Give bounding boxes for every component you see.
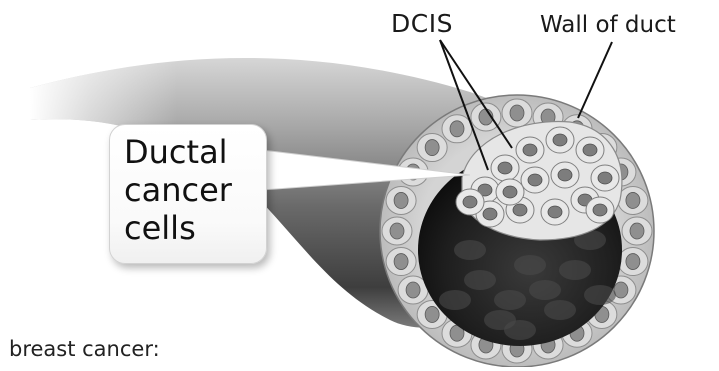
- caption-text: breast cancer:: [9, 337, 160, 361]
- dcis-cell: [521, 167, 549, 193]
- dcis-label: DCIS: [391, 9, 453, 38]
- dcis-cell: [586, 197, 614, 223]
- lumen-fold: [464, 270, 496, 290]
- callout-text: Ductal cancer cells: [124, 133, 232, 247]
- dcis-cell: [456, 189, 484, 215]
- wall-cell: [618, 186, 648, 214]
- lumen-fold: [544, 300, 576, 320]
- wall-cell: [382, 217, 412, 245]
- dcis-cell: [576, 137, 604, 163]
- lumen-fold: [559, 260, 591, 280]
- wall-cell: [386, 248, 416, 276]
- wall-cell: [502, 99, 532, 127]
- dcis-cell: [551, 162, 579, 188]
- lumen-fold: [494, 290, 526, 310]
- callout-line-2: cancer: [124, 171, 232, 209]
- dcis-cell: [541, 199, 569, 225]
- lumen-fold: [584, 285, 616, 305]
- callout-line-3: cells: [124, 209, 232, 247]
- ductal-cancer-cells-callout: Ductal cancer cells: [109, 124, 267, 264]
- lumen-fold: [514, 255, 546, 275]
- wall-cell: [622, 217, 652, 245]
- dcis-cell: [496, 179, 524, 205]
- lumen-fold: [439, 290, 471, 310]
- lumen-fold: [529, 280, 561, 300]
- lumen-fold: [454, 240, 486, 260]
- dcis-cell: [546, 127, 574, 153]
- dcis-cell: [491, 155, 519, 181]
- wall-cell: [417, 134, 447, 162]
- wall-cell: [386, 186, 416, 214]
- wall-of-duct-label: Wall of duct: [540, 12, 676, 38]
- wall-leader-line: [578, 42, 612, 118]
- callout-line-1: Ductal: [124, 133, 232, 171]
- wall-cell: [618, 248, 648, 276]
- dcis-cell: [591, 165, 619, 191]
- lumen-fold: [504, 320, 536, 340]
- wall-cell: [442, 115, 472, 143]
- dcis-cell: [516, 137, 544, 163]
